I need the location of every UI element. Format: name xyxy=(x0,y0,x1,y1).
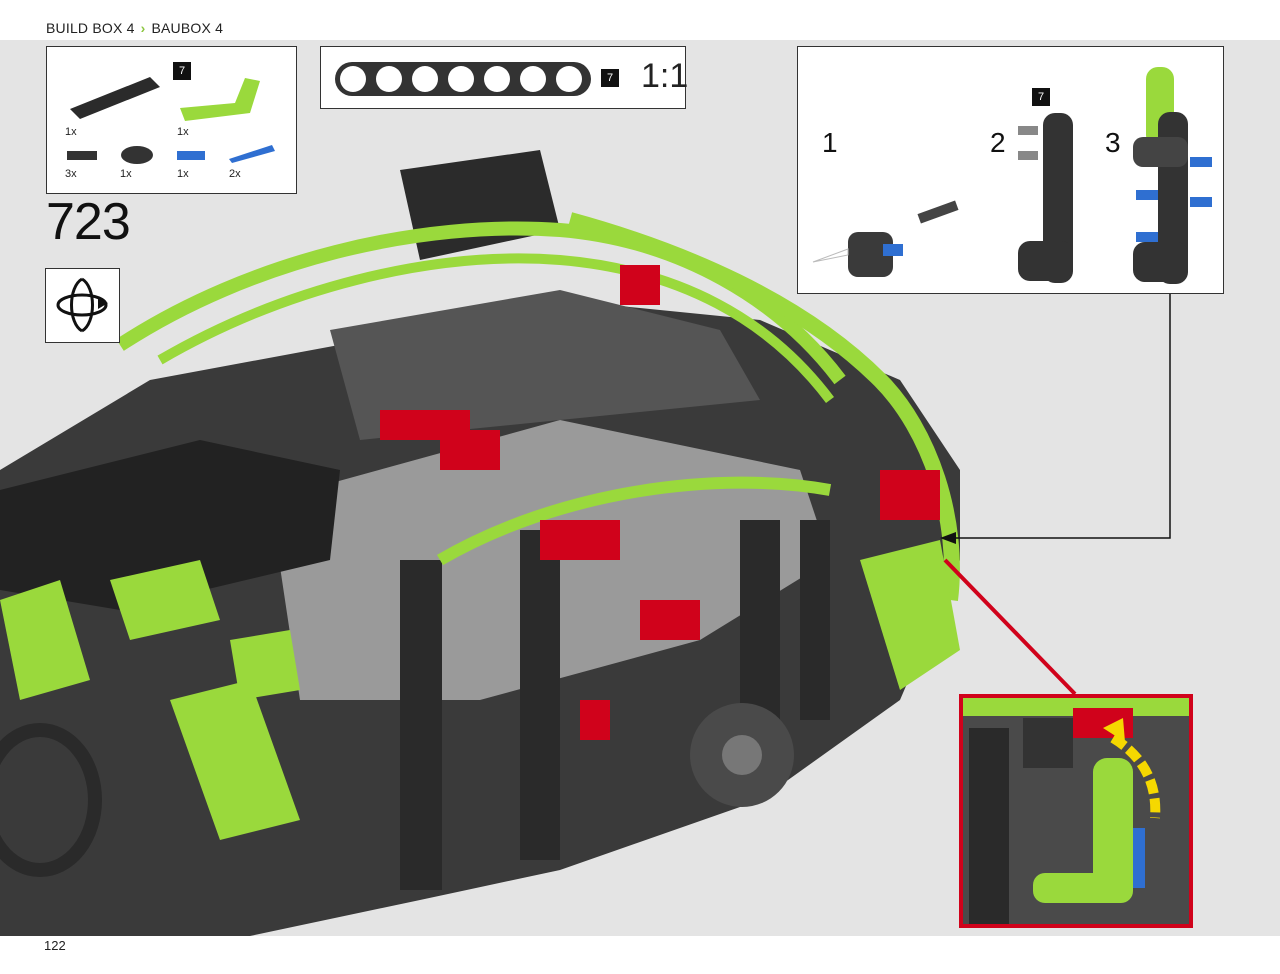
page-footer xyxy=(0,936,1280,974)
qty-cross-block: 1x xyxy=(120,168,132,180)
step-number: 723 xyxy=(46,193,131,251)
black-cross-block-icon xyxy=(121,146,153,164)
qty-blue-long-pin: 2x xyxy=(229,168,241,180)
qty-blue-pin: 1x xyxy=(177,168,189,180)
size-badge: 7 xyxy=(173,62,191,80)
breadcrumb-separator-icon: › xyxy=(140,20,146,36)
blue-long-pin-icon xyxy=(229,145,275,163)
black-pin-connector-icon xyxy=(67,151,97,160)
substep-2: 2 xyxy=(990,127,1006,158)
subassembly-badge: 7 xyxy=(1032,88,1050,106)
substep-1-parts-icon xyxy=(812,200,959,277)
breadcrumb: BUILD BOX 4 › BAUBOX 4 xyxy=(46,20,223,36)
gauge-badge: 7 xyxy=(601,69,619,87)
substep-1: 1 xyxy=(822,127,838,158)
blue-pin-icon xyxy=(177,151,205,160)
black-beam-7-icon xyxy=(70,77,160,119)
rotate-icon xyxy=(56,277,108,333)
page-header: BUILD BOX 4 › BAUBOX 4 xyxy=(0,0,1280,40)
substep-2-beam-icon xyxy=(1018,113,1073,283)
zoom-detail-callout xyxy=(959,694,1193,928)
crumb-baubox: BAUBOX 4 xyxy=(151,20,224,36)
qty-lime-beam: 1x xyxy=(177,126,189,138)
car-chassis-illustration xyxy=(0,150,1171,936)
crumb-build-box: BUILD BOX 4 xyxy=(46,20,135,36)
qty-black-beam: 1x xyxy=(65,126,77,138)
lime-angled-beam-icon xyxy=(180,78,260,121)
page-number: 122 xyxy=(44,938,66,953)
substep-3-beam-icon xyxy=(1133,67,1212,284)
subassembly-box: 1 2 3 7 xyxy=(797,46,1224,294)
substep-3: 3 xyxy=(1105,127,1121,158)
parts-list: 1x 7 1x 3x 1x 1x 2x xyxy=(46,46,297,194)
beam-length-gauge: 7 1:1 xyxy=(320,46,689,109)
scale-label: 1:1 xyxy=(641,57,689,95)
gauge-holes-icon xyxy=(335,62,591,96)
zoom-detail-illustration xyxy=(963,698,1189,924)
qty-pin-connector: 3x xyxy=(65,168,77,180)
rotate-model-box xyxy=(45,268,120,343)
